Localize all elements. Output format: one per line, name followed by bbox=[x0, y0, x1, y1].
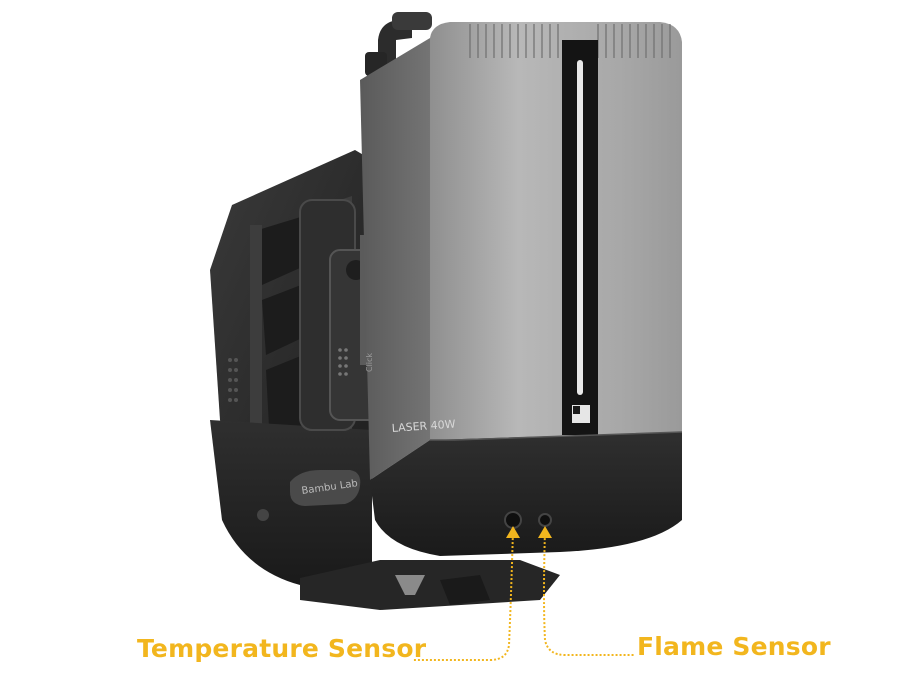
laser-module bbox=[360, 22, 683, 556]
flame-sensor-port bbox=[538, 513, 552, 527]
temperature-sensor-callout-line bbox=[412, 526, 520, 661]
temperature-sensor-label: Temperature Sensor bbox=[137, 634, 427, 663]
side-text: Click bbox=[365, 353, 374, 372]
flame-sensor-label: Flame Sensor bbox=[637, 632, 831, 661]
nozzle-assembly bbox=[300, 560, 560, 610]
temperature-sensor-port bbox=[504, 511, 522, 529]
flame-sensor-callout-line bbox=[538, 526, 635, 656]
module-label: LASER 40W bbox=[391, 418, 456, 435]
